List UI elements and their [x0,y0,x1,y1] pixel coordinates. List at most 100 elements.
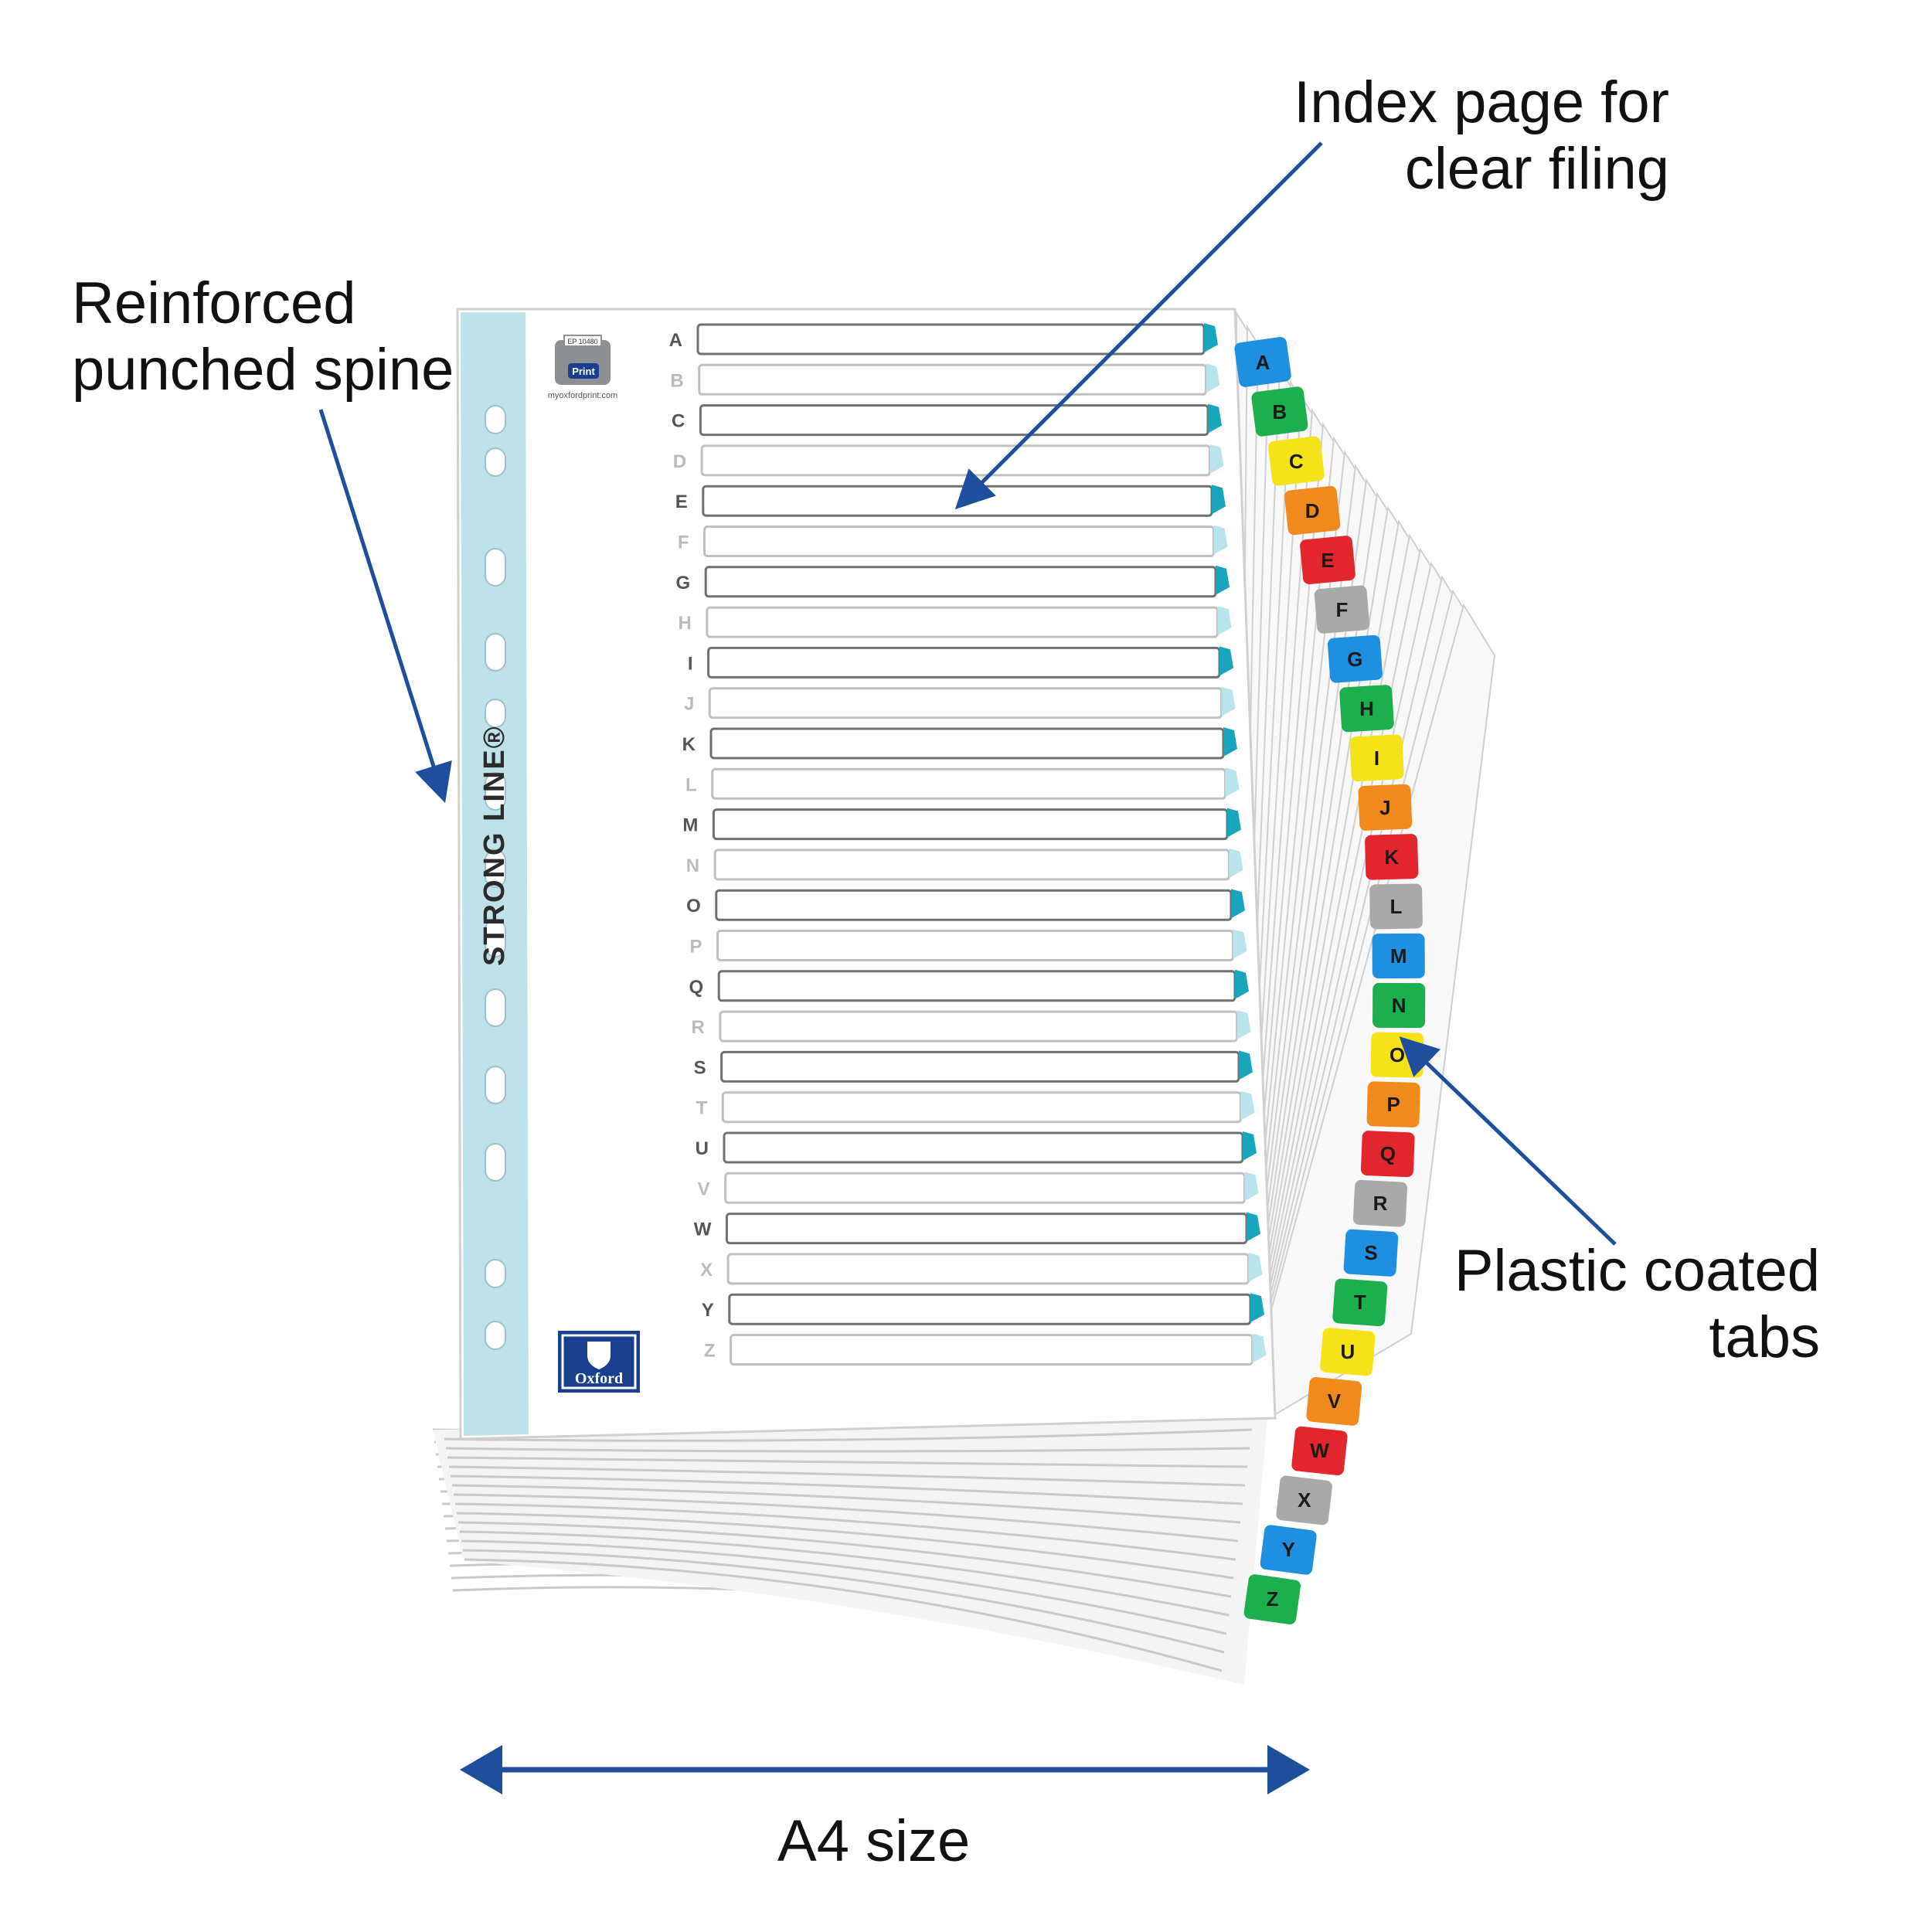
tab-l: L [1369,883,1423,930]
divider-edge [459,1530,1230,1617]
tab-n: N [1372,982,1426,1029]
index-row-letter: A [669,330,682,351]
index-row-field [704,566,1217,598]
tab-letter: F [1335,598,1348,621]
index-row-letter: K [682,734,696,755]
punch-hole [485,849,506,888]
index-row-tab-marker [1212,485,1226,515]
tab-w: W [1291,1426,1348,1476]
index-row: E [675,485,1226,517]
spine-arrow [318,409,452,804]
index-row-letter: W [694,1219,712,1240]
divider-stack-bottom [432,1417,1268,1685]
divider-edge [453,1493,1239,1543]
index-row-field [730,1334,1253,1366]
index-row-tab-marker [1247,1212,1260,1242]
callout-index-line-2: clear filing [1404,136,1669,202]
index-row-tab-marker [1252,1333,1267,1363]
tab-body [1284,485,1341,536]
divider-edge [462,1549,1225,1654]
index-row-field [725,1213,1248,1245]
tab-letter: S [1364,1241,1377,1264]
index-row-field [711,767,1226,800]
print-url-text: myoxfordprint.com [548,391,617,400]
index-row-field [720,1050,1240,1083]
punch-hole [485,633,506,672]
index-row-letter: D [673,451,686,472]
index-row-tab-marker [1217,606,1232,636]
punch-hole [485,772,506,811]
index-row: O [686,889,1245,921]
tab-h: H [1339,685,1394,733]
tab-letter: C [1289,450,1304,473]
tab-body [1349,734,1404,782]
index-row-tab-marker [1233,929,1247,959]
index-row-tab-marker [1231,889,1245,919]
index-row-letter: I [688,653,693,674]
index-row-tab-marker [1236,1010,1251,1040]
tab-b: B [1251,386,1308,437]
index-row: V [698,1172,1259,1204]
index-row-tab-marker [1243,1131,1257,1161]
tab-letter: O [1389,1043,1405,1066]
tab-x: X [1276,1475,1332,1526]
tab-body [1314,585,1370,634]
punch-hole [485,447,506,477]
punch-hole [485,1321,506,1350]
tab-body [1276,1475,1332,1526]
tab-body [1369,883,1423,930]
index-row-tab-marker [1248,1252,1263,1282]
index-row-field [703,526,1215,557]
tab-t: T [1332,1278,1388,1327]
punch-hole [485,405,506,434]
index-row: R [692,1010,1251,1043]
tab-u: U [1320,1328,1376,1376]
divider-edge [461,1539,1227,1635]
index-row-letter: X [700,1260,713,1281]
tab-letter: Z [1267,1587,1279,1611]
index-row: B [670,363,1220,396]
index-row: X [700,1252,1263,1285]
index-row-letter: T [696,1098,708,1119]
index-row-tab-marker [1206,363,1220,393]
index-row-field [706,606,1219,638]
index-row-letter: Y [702,1300,714,1321]
index-row-tab-marker [1227,808,1241,838]
divider-edge [444,1428,1253,1442]
tab-letter: M [1390,944,1407,968]
tab-body [1352,1179,1408,1227]
tab-body [1372,933,1425,979]
index-row: A [669,323,1218,355]
tab-letter: A [1256,351,1270,374]
tab-e: E [1300,536,1355,584]
index-row-field [712,808,1229,841]
tab-letter: W [1310,1439,1329,1462]
index-row-tab-marker [1239,1050,1253,1080]
divider-edge [454,1502,1236,1561]
print-badge-text: Print [572,366,595,377]
callout-spine-line-1: Reinforced [72,270,356,336]
punch-hole [485,988,506,1027]
divider-edge [457,1521,1232,1598]
index-row: L [685,767,1240,800]
callout-spine-line-2: punched spine [72,337,454,403]
index-row: H [679,606,1232,638]
index-row-tab-marker [1229,848,1243,878]
tab-letter: X [1298,1488,1311,1512]
index-row-tab-marker [1250,1293,1264,1323]
tab-body [1234,337,1291,387]
index-row-field [696,323,1206,355]
tab-s: S [1343,1229,1399,1277]
index-row: Q [689,969,1249,1002]
index-row: D [673,444,1224,477]
index-row-letter: E [675,492,688,512]
tab-body [1291,1426,1348,1476]
tab-letter: B [1272,400,1287,423]
callout-spine: Reinforced punched spine [72,270,505,403]
callout-tabs-line-2: tabs [1709,1304,1820,1370]
shield-icon [587,1342,611,1369]
print-logo: EP 10480 Print myoxfordprint.com [548,335,617,400]
index-row: K [682,727,1237,760]
tab-body [1300,536,1355,584]
oxford-logo: Oxford [558,1331,640,1393]
